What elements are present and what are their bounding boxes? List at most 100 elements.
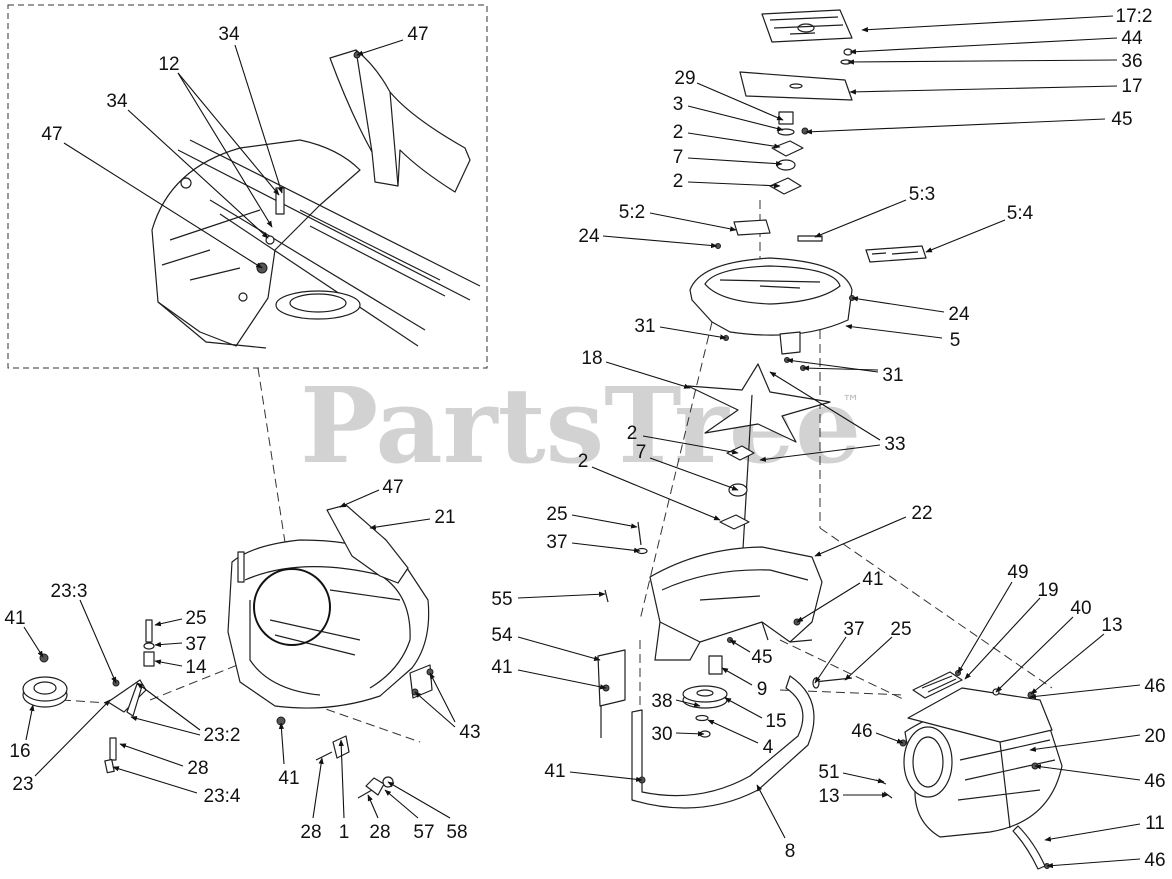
guide-line — [61, 699, 109, 704]
leader-line — [369, 518, 431, 530]
bolt — [357, 789, 373, 799]
callout-label: 45 — [751, 647, 772, 668]
leader-line — [605, 361, 691, 389]
bolt — [315, 751, 333, 761]
leader-line — [842, 772, 885, 784]
leader-line — [786, 358, 879, 373]
spacer — [143, 651, 155, 667]
callout-label: 25 — [185, 608, 206, 629]
leader-line — [642, 435, 739, 455]
decal-label-text — [871, 251, 919, 255]
cover-plate-hole — [789, 83, 803, 89]
callout-label: 49 — [1007, 562, 1028, 583]
leader-line — [995, 616, 1074, 693]
leader-line — [602, 235, 718, 249]
callout-label: 23:4 — [204, 786, 241, 807]
washer — [143, 642, 155, 650]
flange-bearing — [726, 445, 755, 461]
leader-line — [724, 697, 763, 719]
leader-line — [571, 514, 638, 529]
leader-line — [759, 444, 881, 462]
callout-label: 17:2 — [1116, 6, 1153, 27]
callout-label: 3 — [673, 94, 684, 115]
callout-label: 5:2 — [619, 202, 645, 223]
leader-line — [814, 516, 907, 557]
inset-chute-detail — [355, 49, 399, 187]
leader-line — [339, 489, 380, 508]
guide-line — [257, 367, 290, 569]
leader-line — [23, 626, 44, 658]
leader-line — [687, 181, 781, 189]
leader-line — [312, 757, 324, 819]
callout-label: 25 — [890, 619, 911, 640]
inset-fastener — [180, 177, 192, 189]
leader-line — [649, 457, 739, 491]
callout-label: 44 — [1121, 28, 1143, 49]
leader-line — [1044, 823, 1141, 842]
leader-line — [154, 641, 183, 648]
callout-label: 1 — [339, 822, 350, 843]
leader-line — [814, 199, 907, 238]
callout-label: 37 — [546, 532, 567, 553]
leader-line — [844, 636, 893, 681]
chute-hood — [907, 687, 1053, 743]
callout-label: 46 — [1144, 850, 1165, 871]
inset-pulley-hub — [289, 293, 347, 313]
flange-bearing — [771, 140, 804, 157]
leader-line — [696, 82, 784, 121]
callout-label: 47 — [382, 477, 403, 498]
inset-chute — [329, 49, 471, 193]
deck-inner-rim — [244, 566, 411, 696]
callout-label: 4 — [763, 737, 774, 758]
callout-label: 13 — [1101, 615, 1122, 636]
callout-label: 5:3 — [909, 184, 935, 205]
leader-line — [234, 44, 283, 194]
callout-label: 28 — [369, 822, 390, 843]
leader-line — [687, 105, 784, 132]
callout-label: 31 — [634, 316, 655, 337]
callout-label: 36 — [1121, 51, 1142, 72]
callout-label: 5:4 — [1007, 203, 1034, 224]
callout-label: 13 — [818, 786, 839, 807]
leader-line — [964, 597, 1041, 680]
flange-bearing — [719, 514, 750, 530]
detail-circle — [253, 568, 331, 646]
leader-line — [119, 743, 184, 767]
callout-label: 8 — [785, 841, 796, 862]
leader-line — [721, 667, 753, 686]
callout-label: 24 — [578, 226, 600, 247]
leader-line — [861, 15, 1114, 33]
leader-line — [675, 731, 705, 737]
leader-line — [63, 142, 263, 269]
callout-label: 31 — [882, 365, 903, 386]
inset-frame — [7, 4, 488, 369]
callout-label: 12 — [158, 54, 179, 75]
nut — [39, 653, 49, 663]
callout-label: 2 — [673, 122, 684, 143]
leader-line — [814, 636, 847, 684]
callout-label: 40 — [1070, 598, 1091, 619]
leader-line — [849, 37, 1118, 55]
pin — [109, 737, 117, 761]
callout-label: 23 — [12, 774, 33, 795]
chute-tube — [903, 726, 953, 798]
leader-line — [1030, 633, 1105, 695]
leader-line — [569, 771, 643, 782]
callout-label: 11 — [1145, 813, 1165, 834]
leader-line — [130, 715, 201, 736]
leader-line — [414, 691, 456, 728]
bolt — [145, 619, 153, 643]
leader-line — [127, 109, 269, 239]
cover-plate — [739, 71, 853, 101]
leader-line — [1046, 858, 1141, 869]
inset-pulley — [275, 290, 361, 320]
callout-label: 23:2 — [204, 725, 241, 746]
leader-line — [687, 132, 781, 149]
bolt — [637, 521, 642, 546]
leader-line — [769, 371, 881, 441]
leader-line — [356, 39, 404, 56]
inset-bolt — [275, 187, 285, 215]
pulley — [22, 676, 68, 702]
chute-deflector — [326, 504, 409, 584]
leader-line — [136, 682, 201, 731]
